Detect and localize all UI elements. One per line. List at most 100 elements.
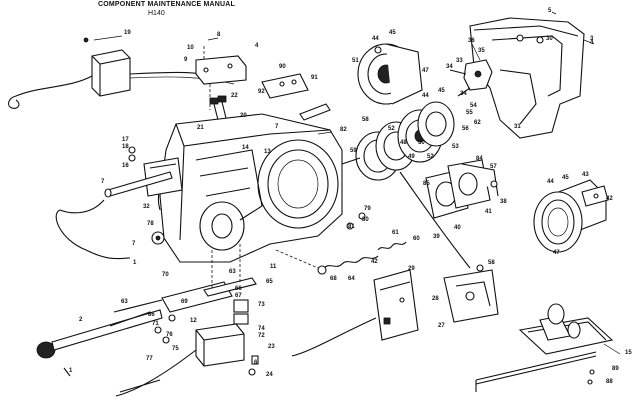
callout-86: 86: [148, 312, 155, 318]
callout-13: 13: [264, 149, 271, 155]
callout-54: 54: [470, 103, 477, 109]
actuator-assembly: [475, 303, 614, 392]
callout-67: 67: [235, 293, 242, 299]
callout-70: 70: [162, 272, 169, 278]
callout-27: 27: [438, 323, 445, 329]
rod-knob-assembly: [36, 309, 163, 377]
callout-4: 4: [590, 40, 594, 46]
callout-80: 80: [362, 217, 369, 223]
callout-55: 55: [466, 110, 473, 116]
mounting-plate: [195, 46, 247, 110]
callout-32: 32: [143, 204, 150, 210]
callout-78: 78: [147, 221, 154, 227]
callout-69: 69: [181, 299, 188, 305]
callout-15: 15: [625, 350, 632, 356]
callout-10: 10: [187, 45, 194, 51]
callout-19: 19: [124, 30, 131, 36]
callout-3: 3: [590, 36, 594, 42]
sensor-bracket: [443, 264, 499, 323]
callout-39: 39: [433, 234, 440, 240]
callout-42: 42: [371, 259, 378, 265]
callout-45: 45: [438, 88, 445, 94]
callout-45: 45: [562, 175, 569, 181]
bell-housing: [533, 179, 609, 253]
callout-4: 4: [255, 43, 259, 49]
callout-52: 52: [388, 126, 395, 132]
callout-24: 24: [266, 372, 273, 378]
callout-76: 76: [166, 332, 173, 338]
callout-21: 21: [197, 125, 204, 131]
callout-60: 60: [413, 236, 420, 242]
cable-58: [399, 171, 471, 269]
callout-1: 1: [69, 368, 73, 374]
callout-52: 52: [427, 154, 434, 160]
callout-9: 9: [184, 57, 188, 63]
rotor-upper: [357, 43, 423, 105]
callout-1: 1: [133, 260, 137, 266]
callout-90: 90: [279, 64, 286, 70]
callout-6: 6: [254, 360, 258, 366]
callout-68: 68: [330, 276, 337, 282]
bracket-assembly: [449, 59, 493, 97]
callout-34: 34: [460, 91, 467, 97]
callout-2: 2: [79, 317, 83, 323]
callout-18: 18: [122, 144, 129, 150]
callout-71: 71: [152, 321, 159, 327]
callout-79: 79: [364, 206, 371, 212]
callout-92: 92: [258, 89, 265, 95]
callout-57: 57: [490, 164, 497, 170]
callout-85: 85: [423, 181, 430, 187]
callout-36: 36: [468, 38, 475, 44]
leader-lines: [93, 11, 621, 355]
callout-31: 31: [514, 124, 521, 130]
callout-38: 38: [500, 199, 507, 205]
callout-56: 56: [462, 126, 469, 132]
callout-8: 8: [217, 32, 221, 38]
callout-17: 17: [122, 137, 129, 143]
callout-82: 82: [340, 127, 347, 133]
callout-58: 58: [362, 117, 369, 123]
model-label: H140: [148, 10, 165, 17]
shaft-7: [55, 171, 173, 260]
spring-pin-assembly: [275, 212, 407, 275]
callout-53: 53: [452, 144, 459, 150]
callout-12: 12: [190, 318, 197, 324]
callout-59: 59: [350, 148, 357, 154]
callout-11: 11: [270, 264, 277, 270]
callout-43: 43: [582, 172, 589, 178]
callout-72: 72: [258, 333, 265, 339]
callout-75: 75: [172, 346, 179, 352]
data-plate: [261, 73, 309, 99]
lever-linkage: [113, 244, 257, 344]
callout-29: 29: [408, 266, 415, 272]
rotor-stack: [341, 101, 455, 181]
callout-51: 51: [352, 58, 359, 64]
callout-47: 47: [422, 68, 429, 74]
callout-61: 61: [392, 230, 399, 236]
callout-66: 66: [235, 286, 242, 292]
callout-23: 23: [268, 344, 275, 350]
callout-84: 84: [476, 156, 483, 162]
callout-14: 14: [242, 145, 249, 151]
callout-5: 5: [548, 8, 552, 14]
pin-92: [299, 103, 331, 121]
callout-63: 63: [229, 269, 236, 275]
connector-box: [7, 37, 235, 109]
callout-30: 30: [546, 36, 553, 42]
callout-22: 22: [231, 93, 238, 99]
callout-20: 20: [240, 113, 247, 119]
callout-91: 91: [311, 75, 318, 81]
callout-7: 7: [101, 179, 105, 185]
callout-50: 50: [418, 140, 425, 146]
callout-77: 77: [146, 356, 153, 362]
callout-48: 48: [400, 140, 407, 146]
callout-34: 34: [446, 64, 453, 70]
callout-41: 41: [485, 209, 492, 215]
callout-7: 7: [275, 124, 279, 130]
callout-73: 73: [258, 302, 265, 308]
callout-74: 74: [258, 326, 265, 332]
callout-42: 42: [606, 196, 613, 202]
flange-plates: [425, 159, 499, 219]
